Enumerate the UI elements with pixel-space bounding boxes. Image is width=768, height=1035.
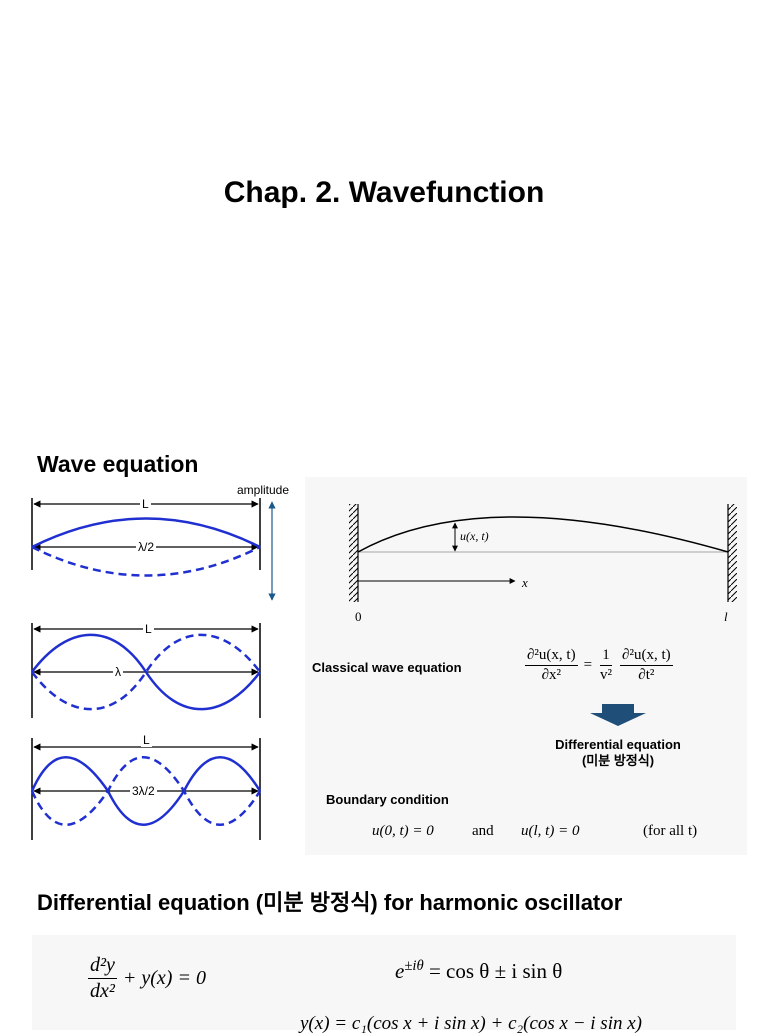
harmonic-rest: + y(x) = 0 (122, 967, 206, 989)
mode-1-wavelength-label: λ/2 (136, 540, 157, 554)
equals-sign: = (583, 657, 593, 674)
mode-2-dashed-wave (30, 633, 262, 711)
down-arrow-icon (590, 704, 646, 726)
wave-equation-heading: Wave equation (37, 451, 199, 477)
boundary-condition-1: u(0, t) = 0 (372, 823, 434, 839)
differential-equation-note: Differential equation (미분 방정식) (498, 737, 738, 769)
standing-wave-diagrams (30, 498, 276, 840)
euler-exponent: ±iθ (404, 958, 424, 974)
mode-1-length-label: L (140, 497, 151, 511)
euler-base: e (395, 959, 405, 983)
boundary-and-word: and (472, 823, 494, 839)
boundary-for-all: (for all t) (643, 823, 698, 839)
boundary-condition-label: Boundary condition (326, 792, 449, 807)
displacement-label: u(x, t) (460, 529, 489, 543)
differential-equation-line-1: Differential equation (555, 737, 681, 752)
general-solution-line: y(x) = c₁(cos x + i sin x) + c₂(cos x − … (300, 1013, 642, 1034)
mode-1-dashed-wave (31, 545, 261, 577)
mode-3-diagram (30, 738, 262, 840)
left-wall (349, 504, 358, 602)
mode-3-wavelength-label: 3λ/2 (130, 784, 157, 798)
x-axis-label: x (522, 575, 528, 590)
mode-1-solid-wave (31, 517, 261, 549)
coefficient-numerator: 1 (600, 647, 612, 667)
page-title: Chap. 2. Wavefunction (223, 176, 545, 209)
rhs-denominator: ∂t² (638, 667, 655, 684)
amplitude-label: amplitude (237, 483, 290, 497)
mode-2-solid-wave (30, 633, 262, 711)
harmonic-numerator: d²y (88, 954, 117, 979)
mode-3-solid-wave (30, 756, 262, 826)
mode-2-diagram (30, 623, 262, 718)
vibrating-string-diagram (349, 504, 737, 602)
right-end-label: l (724, 609, 728, 624)
harmonic-equation-panel (32, 935, 736, 1030)
left-end-label: 0 (355, 609, 362, 624)
differential-equation-line-2: (미분 방정식) (581, 753, 655, 768)
lhs-numerator: ∂²u(x, t) (525, 647, 578, 667)
lhs-denominator: ∂x² (541, 667, 561, 684)
harmonic-oscillator-heading: Differential equation (미분 방정식) for harmo… (37, 890, 623, 915)
rhs-numerator: ∂²u(x, t) (620, 647, 673, 667)
coefficient-denominator: v² (600, 667, 613, 684)
mode-2-wavelength-label: λ (113, 665, 123, 679)
boundary-condition-2: u(l, t) = 0 (521, 823, 580, 839)
mode-2-length-label: L (143, 622, 154, 636)
right-wall (728, 504, 737, 602)
euler-formula: e±iθ = cos θ ± i sin θ (395, 958, 562, 984)
euler-rest: = cos θ ± i sin θ (428, 959, 563, 983)
mode-3-dashed-wave (30, 756, 262, 826)
harmonic-denominator: dx² (90, 980, 115, 1002)
mode-3-length-label: L (141, 733, 152, 747)
classical-wave-equation-label: Classical wave equation (312, 660, 462, 675)
string-curve (357, 516, 729, 553)
